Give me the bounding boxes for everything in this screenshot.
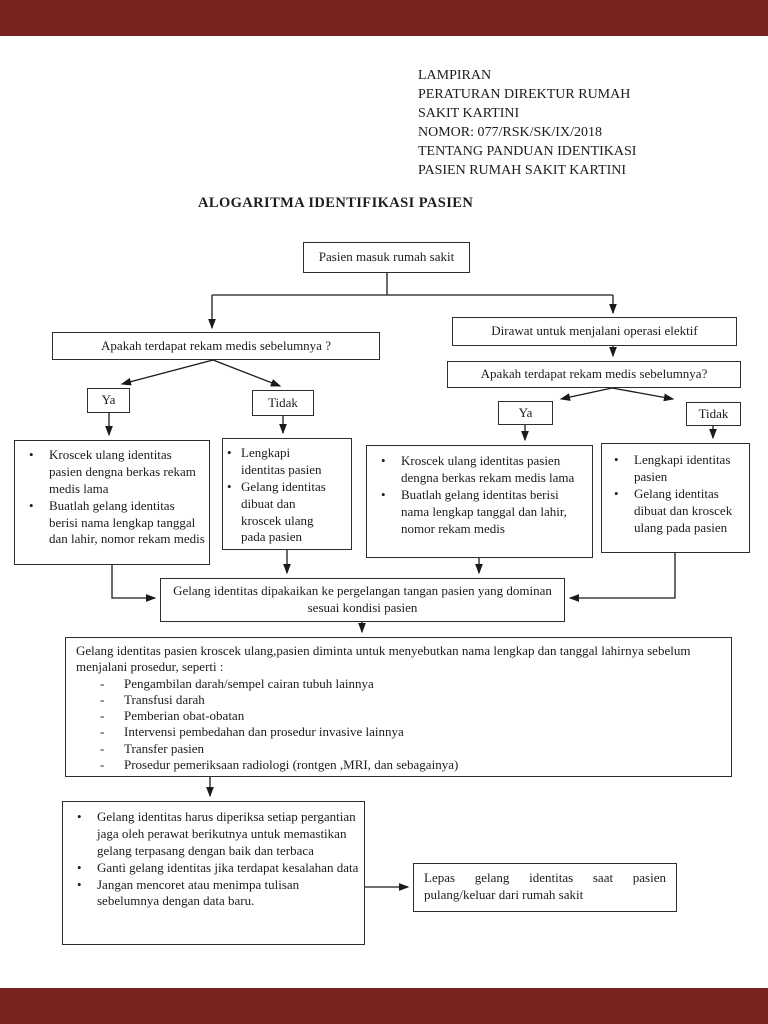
list-item: Gelang identitas dibuat dan kroscek ulan… (604, 486, 747, 537)
node-yes-left: Ya (87, 388, 130, 413)
node-wristband-checks: Gelang identitas harus diperiksa setiap … (62, 801, 365, 945)
list-item: Transfer pasien (76, 741, 721, 758)
node-question-right: Apakah terdapat rekam medis sebelumnya? (447, 361, 741, 388)
node-question-left: Apakah terdapat rekam medis sebelumnya ? (52, 332, 380, 360)
list-item: Kroscek ulang identitas pasien dengna be… (19, 447, 205, 498)
node-complete-right: Lengkapi identitas pasien Gelang identit… (601, 443, 750, 553)
list-item: Buatlah gelang identitas berisi nama len… (371, 487, 588, 538)
header-line: LAMPIRAN (418, 68, 492, 83)
document-header: LAMPIRAN PERATURAN DIREKTUR RUMAH SAKIT … (418, 66, 636, 180)
list-item: Ganti gelang identitas jika terdapat kes… (67, 860, 360, 877)
header-line: TENTANG PANDUAN IDENTIKASI (418, 144, 637, 159)
bottom-frame-band (0, 988, 768, 1024)
list-item: Lengkapi identitas pasien (604, 452, 747, 486)
list-item: Intervensi pembedahan dan prosedur invas… (76, 724, 721, 741)
header-line: SAKIT KARTINI (418, 106, 520, 121)
node-wristband-release: Lepas gelang identitas saat pasien pulan… (413, 863, 677, 912)
band-line: sesuai kondisi pasien (307, 600, 418, 615)
node-no-left: Tidak (252, 390, 314, 416)
header-line: NOMOR: 077/RSK/SK/IX/2018 (418, 125, 602, 140)
list-item: Lengkapi identitas pasien (225, 445, 349, 479)
verify-intro: Gelang identitas pasien kroscek ulang,pa… (76, 643, 691, 675)
list-item: Prosedur pemeriksaan radiologi (rontgen … (76, 757, 721, 774)
node-complete-left: Lengkapi identitas pasien Gelang identit… (222, 438, 352, 550)
list-item: Gelang identitas dibuat dan kroscek ulan… (225, 479, 349, 547)
list-item: Pemberian obat-obatan (76, 708, 721, 725)
node-start: Pasien masuk rumah sakit (303, 242, 470, 273)
page-title: ALOGARITMA IDENTIFIKASI PASIEN (198, 195, 474, 211)
header-line: PASIEN RUMAH SAKIT KARTINI (418, 163, 627, 178)
node-yes-right: Ya (498, 401, 553, 425)
list-item: Gelang identitas harus diperiksa setiap … (67, 809, 360, 860)
list-item: Kroscek ulang identitas pasien dengna be… (371, 453, 588, 487)
list-item: Pengambilan darah/sempel cairan tubuh la… (76, 676, 721, 693)
node-recheck-right: Kroscek ulang identitas pasien dengna be… (366, 445, 593, 558)
node-recheck-left: Kroscek ulang identitas pasien dengna be… (14, 440, 210, 565)
top-frame-band (0, 0, 768, 36)
list-item: Transfusi darah (76, 692, 721, 709)
header-line: PERATURAN DIREKTUR RUMAH (418, 87, 631, 102)
list-item: Jangan mencoret atau menimpa tulisan seb… (67, 877, 360, 911)
node-admit-elective: Dirawat untuk menjalani operasi elektif (452, 317, 737, 346)
band-line: Gelang identitas dipakaikan ke pergelang… (173, 583, 552, 599)
node-verify-procedures: Gelang identitas pasien kroscek ulang,pa… (65, 637, 732, 777)
node-no-right: Tidak (686, 402, 741, 426)
list-item: Buatlah gelang identitas berisi nama len… (19, 498, 205, 549)
node-wristband-placement: Gelang identitas dipakaikan ke pergelang… (160, 578, 565, 622)
